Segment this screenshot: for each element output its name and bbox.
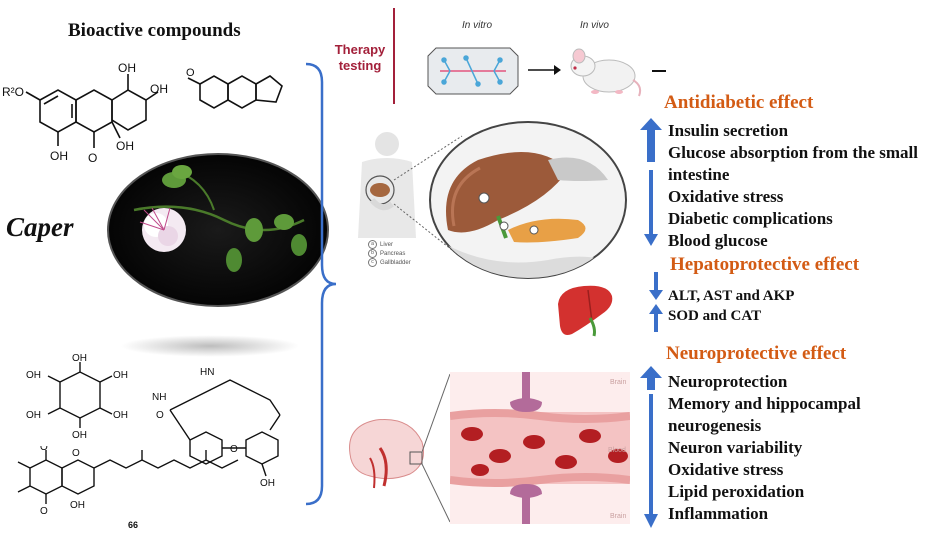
spermidine-oh-label: OH [260, 478, 275, 489]
caper-label: Caper [6, 212, 74, 242]
arrow-icon-1 [528, 65, 561, 75]
spermidine-o-label-1: O [156, 410, 164, 421]
therapy-testing-label: Therapy testing [328, 42, 392, 74]
legend-key-a: a [368, 240, 377, 249]
list-item: Diabetic complications [668, 209, 833, 228]
down-arrow-icon-neuro [644, 394, 658, 528]
legend-row-liver: a Liver [368, 240, 411, 249]
tocopherol-oh-label: OH [70, 500, 85, 511]
spermidine-hn-label: HN [200, 367, 214, 378]
legend-row-gallbladder: c Gallbladder [368, 258, 411, 267]
brain-image [349, 418, 424, 489]
up-arrow-icon-hepato [649, 304, 663, 332]
flavonoid-structure: OH OH R²O OH O OH [2, 61, 168, 165]
caper-plant-image [107, 153, 329, 307]
grouping-brace [305, 62, 337, 506]
bbb-label-top: Brain [610, 379, 626, 386]
list-item: Memory and hippocampal [668, 394, 861, 413]
plant-shadow [120, 335, 300, 357]
list-item: Neuroprotection [668, 372, 788, 391]
legend-key-b: b [368, 249, 377, 258]
tocopherol-o-label-1: O [40, 446, 48, 453]
o-label: O [88, 151, 97, 165]
inositol-oh-1: OH [72, 353, 87, 364]
inositol-structure: OH OH OH OH OH OH [26, 353, 128, 441]
tocopherol-o-label-3: O [72, 448, 80, 459]
list-item: intestine [668, 165, 730, 184]
mouse-image [570, 48, 642, 97]
up-arrow-icon-insulin [640, 118, 662, 162]
hepatoprotective-effect-title: Hepatoprotective effect [670, 254, 860, 275]
r2o-label: R²O [2, 85, 24, 99]
oh-label-4: OH [116, 139, 134, 153]
bioactive-compounds-title: Bioactive compounds [68, 20, 241, 41]
list-item: ALT, AST and AKP [668, 288, 795, 304]
list-item: Insulin secretion [668, 121, 789, 140]
inositol-oh-6: OH [26, 370, 41, 381]
antidiabetic-effect-title: Antidiabetic effect [664, 92, 814, 113]
bbb-label-bottom: Brain [610, 513, 626, 520]
liver-organ-image [558, 285, 613, 337]
blood-brain-barrier-image: Brain Blood Brain [450, 372, 630, 524]
list-item: Blood glucose [668, 231, 768, 250]
therapy-line-1: Therapy [334, 42, 386, 57]
list-item: Lipid peroxidation [668, 482, 805, 501]
tocopherol-structure: O O O OH [17, 446, 239, 517]
human-body-image [358, 132, 416, 238]
hepatoprotective-list: ALT, AST and AKP SOD and CAT [668, 286, 794, 326]
bbb-label-middle: Blood [608, 447, 626, 454]
therapy-line-2: testing [338, 58, 382, 73]
legend-row-pancreas: b Pancreas [368, 249, 411, 258]
psoralen-o-label: O [186, 67, 195, 79]
list-item: Inflammation [668, 504, 769, 523]
up-arrow-icon-neuro [640, 366, 662, 390]
therapy-divider [393, 8, 395, 104]
down-arrow-icon-hepato [649, 272, 663, 300]
list-item: Neuron variability [668, 438, 803, 457]
spermidine-alkaloid-structure: HN NH O O OH [152, 367, 281, 489]
legend-key-c: c [368, 258, 377, 267]
down-arrow-icon-antidiabetic [644, 170, 658, 246]
inositol-oh-4: OH [72, 430, 87, 441]
in-vitro-label: In vitro [462, 20, 493, 31]
oh-label-1: OH [118, 61, 136, 75]
inositol-oh-5: OH [26, 410, 41, 421]
tocopherol-o-label-2: O [40, 506, 48, 517]
list-item: Oxidative stress [668, 187, 784, 206]
legend-label-liver: Liver [380, 241, 394, 248]
psoralen-structure: O [186, 67, 283, 109]
spermidine-o-label-2: O [230, 444, 238, 455]
spermidine-nh-label: NH [152, 392, 166, 403]
oh-label-3: OH [50, 149, 68, 163]
legend-label-gallbladder: Gallbladder [380, 259, 411, 266]
neuroprotective-list: Neuroprotection Memory and hippocampal n… [668, 371, 861, 525]
bbb-zoom-lines [422, 373, 451, 523]
neuroprotective-effect-title: Neuroprotective effect [666, 343, 847, 364]
inositol-oh-2: OH [113, 370, 128, 381]
list-item: Glucose absorption from the small [668, 143, 918, 162]
in-vitro-chip-image [427, 47, 519, 95]
oh-label-2: OH [150, 82, 168, 96]
in-vivo-label: In vivo [580, 20, 609, 31]
liver-pancreas-zoom-image [429, 121, 627, 279]
inositol-oh-3: OH [113, 410, 128, 421]
list-item: neurogenesis [668, 416, 762, 435]
list-item: SOD and CAT [668, 308, 762, 324]
antidiabetic-list: Insulin secretion Glucose absorption fro… [668, 120, 918, 252]
organ-legend: a Liver b Pancreas c Gallbladder [368, 240, 411, 267]
legend-label-pancreas: Pancreas [380, 250, 406, 257]
compound-number: 66 [128, 520, 139, 530]
list-item: Oxidative stress [668, 460, 784, 479]
dash-mark [652, 70, 666, 72]
